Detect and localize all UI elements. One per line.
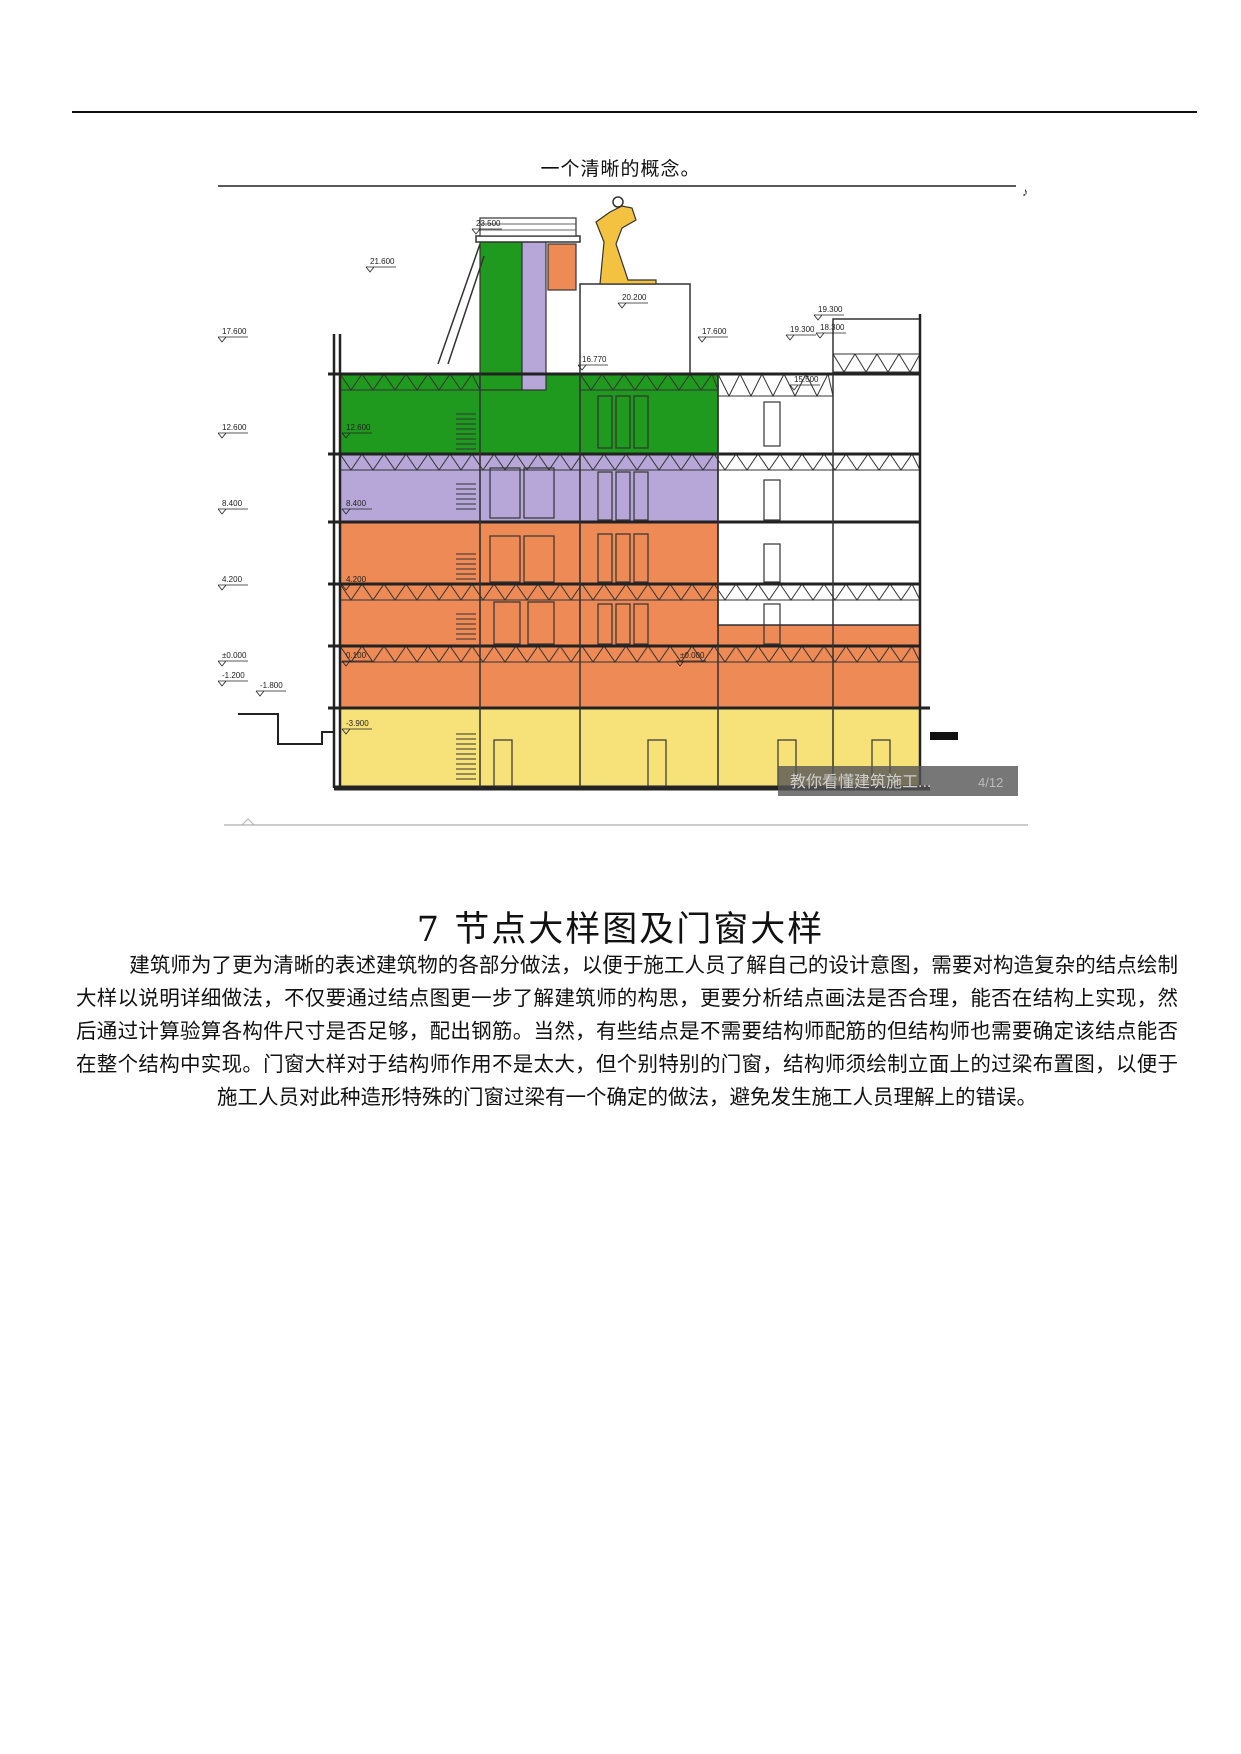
level-marker: 15.500	[789, 375, 820, 391]
opening	[633, 533, 649, 583]
opening	[633, 395, 649, 449]
figure-caption: 一个清晰的概念。	[540, 158, 701, 180]
svg-text:19.300: 19.300	[818, 305, 843, 314]
svg-text:12.600: 12.600	[346, 423, 371, 432]
level-marker: 19.300	[785, 325, 816, 341]
level-marker: 17.600	[697, 327, 728, 343]
truss-band	[832, 353, 921, 373]
svg-text:17.600: 17.600	[222, 327, 247, 336]
opening	[763, 603, 781, 645]
level-marker: -1.200	[218, 671, 248, 687]
svg-text:20.200: 20.200	[622, 293, 647, 302]
section-paragraph: 建筑师为了更为清晰的表述建筑物的各部分做法，以便于施工人员了解自己的设计意图，需…	[76, 952, 1178, 1109]
level-marker: 17.600	[218, 327, 248, 343]
opening	[597, 395, 613, 449]
level-marker: 18.300	[815, 323, 846, 339]
opening	[523, 535, 555, 583]
section-heading: 7 节点大样图及门窗大样	[416, 910, 825, 951]
svg-text:4.200: 4.200	[222, 575, 243, 584]
level-marker: 8.400	[341, 499, 372, 515]
level-marker: 4.200	[341, 575, 372, 591]
tower-orange-block	[547, 243, 577, 291]
level-marker: ±0.000	[218, 651, 248, 667]
level-marker: 12.600	[341, 423, 372, 439]
level-marker: 0.100	[341, 651, 372, 667]
opening	[633, 603, 649, 645]
level-marker: 8.400	[218, 499, 248, 515]
opening	[647, 739, 667, 787]
page-counter: 4/12	[978, 775, 1003, 790]
level-marker: ±0.000	[675, 651, 706, 667]
watermark-box	[778, 766, 1018, 796]
opening	[763, 479, 781, 521]
level-marker: 16.770	[577, 355, 608, 371]
svg-text:12.600: 12.600	[222, 423, 247, 432]
opening	[615, 471, 631, 521]
svg-text:18.300: 18.300	[820, 323, 845, 332]
level-marker: 19.300	[813, 305, 844, 321]
level-marker: -1.800	[255, 681, 286, 697]
level-marker: 21.600	[365, 257, 396, 273]
svg-text:-1.800: -1.800	[260, 681, 283, 690]
svg-text:15.500: 15.500	[794, 375, 819, 384]
opening	[489, 535, 521, 583]
opening	[527, 601, 555, 645]
opening	[597, 603, 613, 645]
header-rule	[72, 111, 1197, 113]
roof-sculpture	[595, 205, 657, 285]
opening	[615, 603, 631, 645]
level-marker: 4.200	[218, 575, 248, 591]
watermark-text: 教你看懂建筑施工...	[790, 773, 931, 791]
svg-text:23.500: 23.500	[476, 219, 501, 228]
svg-text:19.300: 19.300	[790, 325, 815, 334]
svg-text:♪: ♪	[1022, 185, 1028, 199]
central-lavender-block	[479, 453, 581, 523]
opening	[633, 471, 649, 521]
column-green-block	[579, 373, 719, 455]
opening	[489, 467, 521, 519]
opening	[493, 601, 521, 645]
level-marker: 12.600	[218, 423, 248, 439]
column-lavender-block	[579, 453, 719, 523]
opening	[597, 533, 613, 583]
right-upper-block	[717, 373, 921, 626]
opening	[615, 533, 631, 583]
svg-text:±0.000: ±0.000	[680, 651, 705, 660]
building-section-drawing: ♪	[218, 184, 1038, 834]
svg-text:16.770: 16.770	[582, 355, 607, 364]
opening	[493, 739, 513, 787]
svg-text:±0.000: ±0.000	[222, 651, 247, 660]
svg-text:17.600: 17.600	[702, 327, 727, 336]
level-marker: -3.900	[341, 719, 372, 735]
svg-text:8.400: 8.400	[222, 499, 243, 508]
opening	[763, 401, 781, 447]
tower-green-block	[479, 239, 523, 391]
right-top-pavilion	[832, 318, 921, 375]
opening	[615, 395, 631, 449]
tower-lavender-block	[521, 239, 547, 391]
level-marker: 23.500	[471, 219, 502, 235]
level-marker: 20.200	[617, 293, 648, 309]
svg-text:-1.200: -1.200	[222, 671, 245, 680]
svg-text:21.600: 21.600	[370, 257, 395, 266]
opening	[597, 471, 613, 521]
floor-2-right-block	[717, 624, 921, 647]
opening	[763, 543, 781, 583]
svg-text:4.200: 4.200	[346, 575, 367, 584]
opening	[523, 467, 555, 519]
svg-text:-3.900: -3.900	[346, 719, 369, 728]
svg-text:0.100: 0.100	[346, 651, 367, 660]
svg-text:8.400: 8.400	[346, 499, 367, 508]
